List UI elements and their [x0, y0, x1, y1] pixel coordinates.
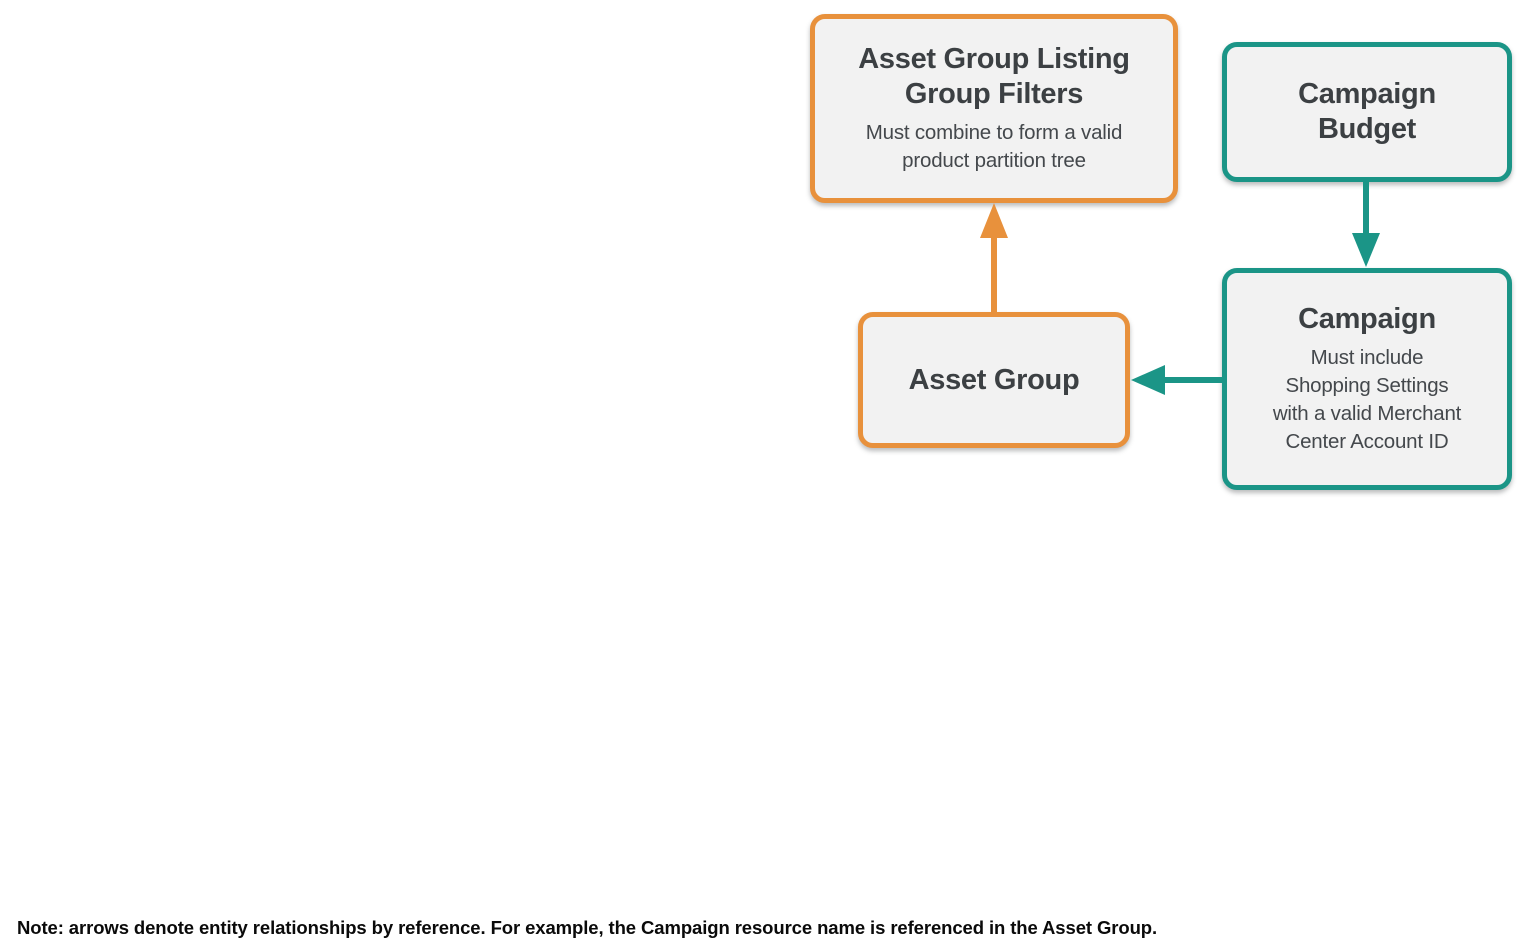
- arrow-shaft: [1363, 182, 1369, 236]
- arrowhead-left-icon: [1131, 365, 1165, 395]
- node-title-asset-group-listing-group-filters: Asset Group Listing Group Filters: [858, 43, 1130, 110]
- node-campaign: Campaign Must include Shopping Settings …: [1222, 268, 1512, 490]
- node-asset-group: Asset Group: [858, 312, 1130, 448]
- node-title-campaign-budget: Campaign Budget: [1298, 78, 1436, 145]
- node-title-campaign: Campaign: [1298, 303, 1436, 335]
- arrowhead-down-icon: [1352, 233, 1380, 267]
- arrow-shaft: [1164, 377, 1222, 383]
- arrow-shaft: [991, 233, 997, 312]
- node-asset-group-listing-group-filters: Asset Group Listing Group Filters Must c…: [810, 14, 1178, 203]
- node-title-asset-group: Asset Group: [908, 363, 1080, 396]
- node-campaign-budget: Campaign Budget: [1222, 42, 1512, 182]
- node-subtitle-campaign: Must include Shopping Settings with a va…: [1272, 346, 1462, 453]
- arrowhead-up-icon: [980, 203, 1008, 238]
- node-subtitle-asset-group-listing-group-filters: Must combine to form a valid product par…: [865, 121, 1123, 172]
- note-text: Note: arrows denote entity relationships…: [17, 917, 1158, 938]
